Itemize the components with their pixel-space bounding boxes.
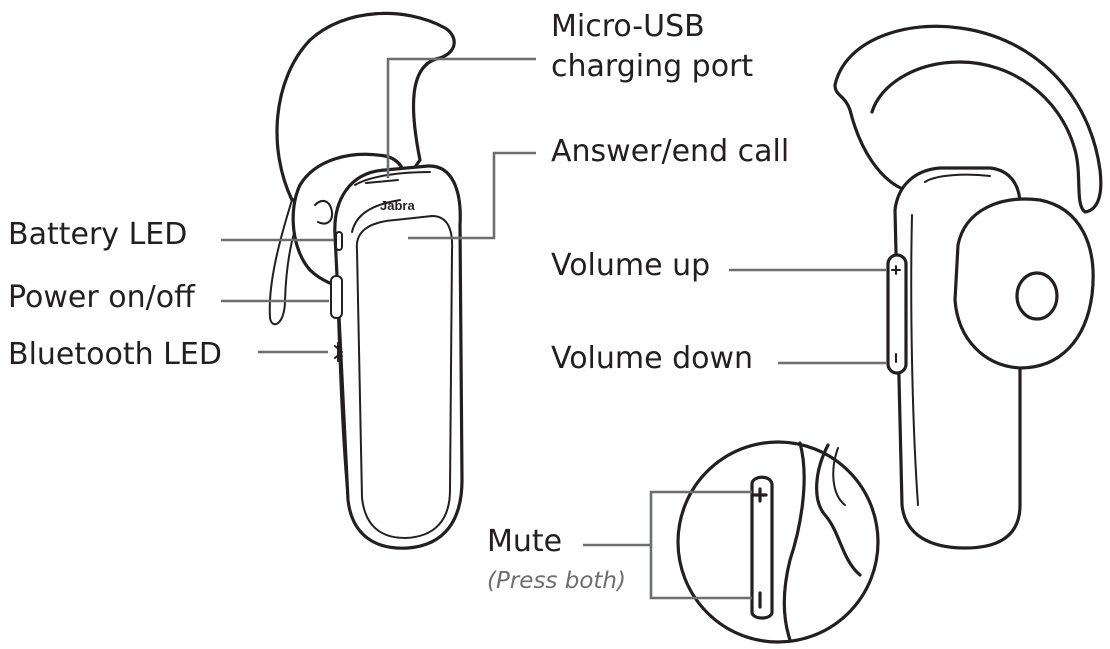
ear-gel-right — [953, 197, 1095, 370]
bluetooth-led-label: Bluetooth LED — [8, 337, 222, 372]
leader-mute — [583, 490, 752, 547]
brand-logo: Jabra — [380, 198, 415, 213]
battery-led — [335, 231, 343, 251]
bluetooth-led — [334, 342, 343, 362]
usb-port-label-line2: charging port — [551, 49, 754, 84]
mute-detail-zoom — [676, 440, 880, 644]
volume-down-label: Volume down — [551, 341, 754, 376]
volume-up-mark — [891, 265, 901, 275]
headset-front-view: Jabra — [268, 11, 464, 550]
usb-port-label-line1: Micro-USB — [551, 9, 705, 44]
volume-rocker — [886, 253, 908, 375]
ear-hook-right — [833, 24, 1103, 214]
answer-button-panel — [355, 215, 454, 539]
leader-usb — [386, 57, 536, 178]
power-label: Power on/off — [8, 280, 195, 315]
answer-call-label: Answer/end call — [551, 134, 790, 169]
mute-rocker-zoom — [750, 475, 774, 620]
headset-back-view — [833, 24, 1103, 550]
battery-led-label: Battery LED — [8, 217, 188, 252]
speaker-opening — [1015, 271, 1059, 321]
leader-answer — [408, 151, 536, 240]
power-switch — [330, 275, 343, 319]
leader-lines — [221, 57, 886, 600]
headset-body-left — [333, 164, 464, 550]
mute-hint-label: (Press both) — [487, 568, 626, 594]
usb-port — [365, 179, 399, 184]
volume-up-label: Volume up — [551, 248, 711, 283]
mute-label: Mute — [487, 524, 563, 559]
leader-mute-down — [649, 545, 752, 600]
